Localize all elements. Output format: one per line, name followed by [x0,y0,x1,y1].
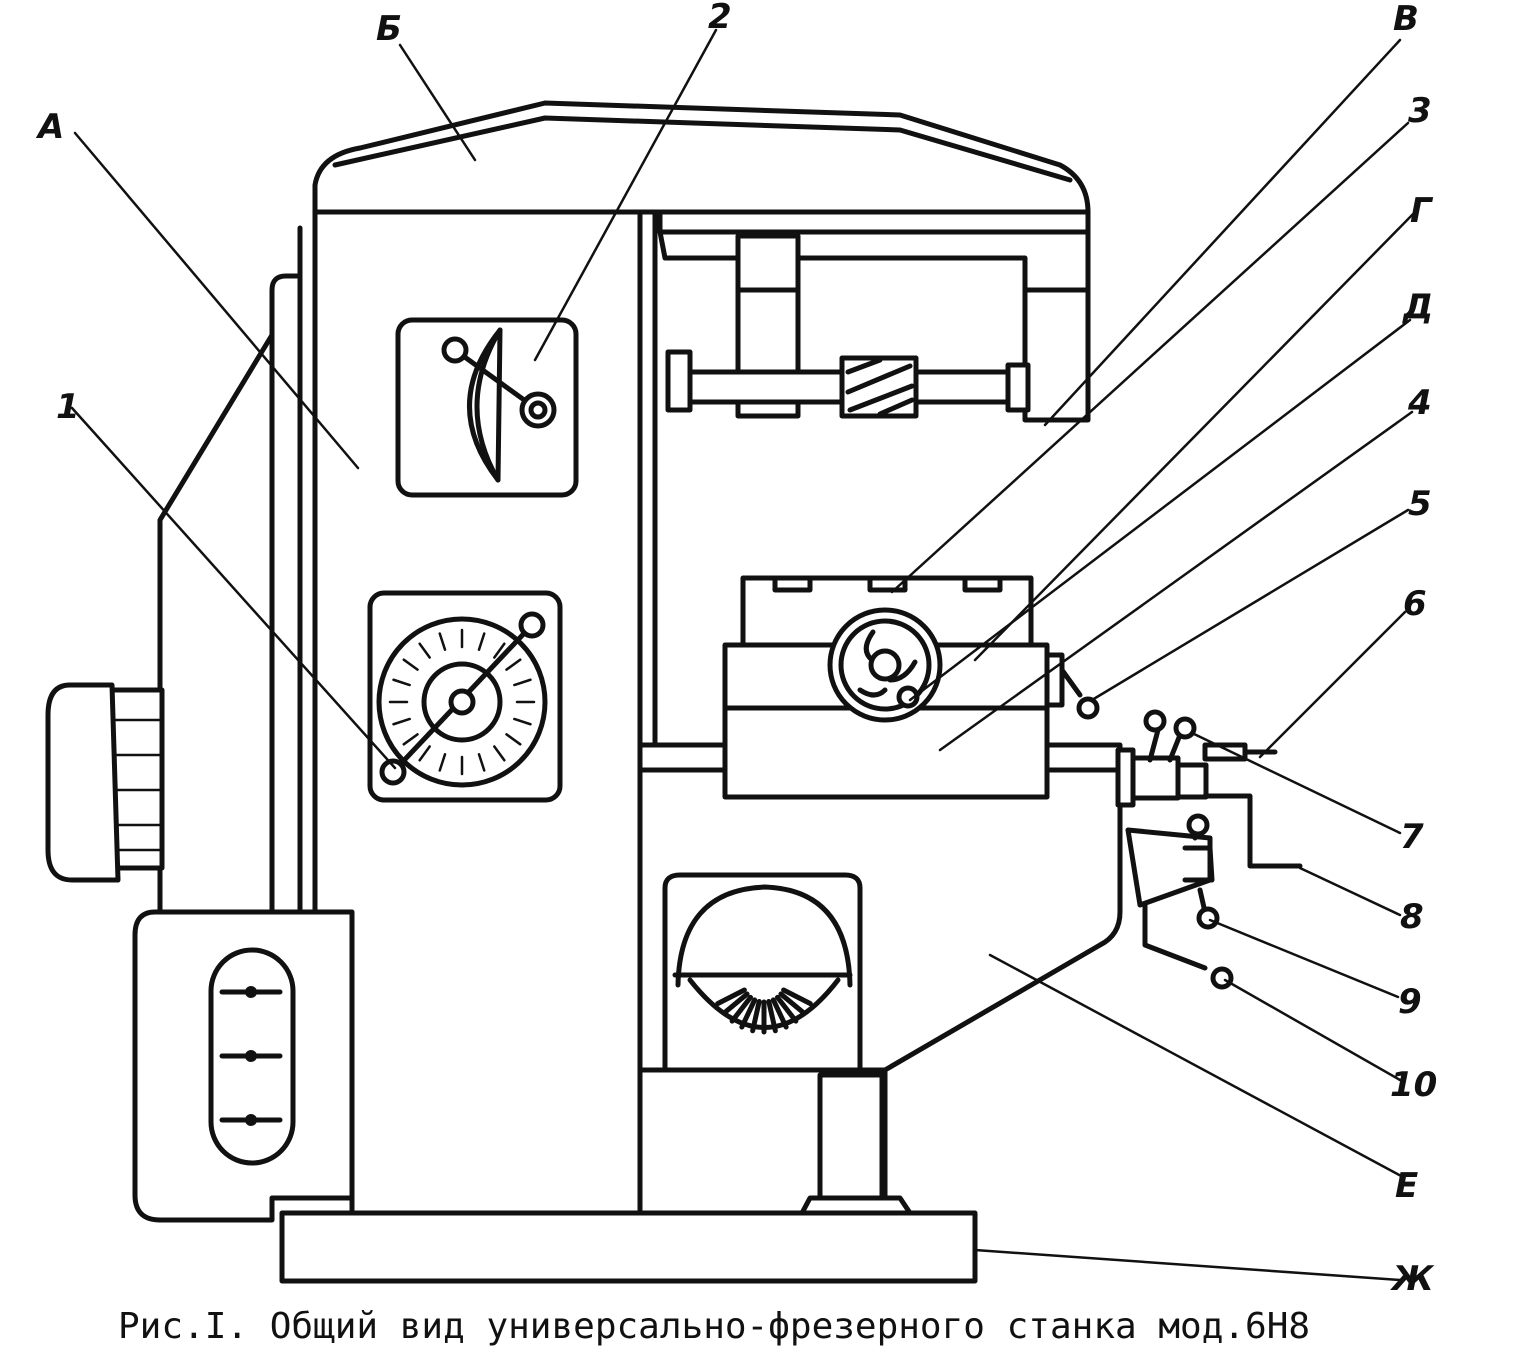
lower-control-panel [367,590,563,803]
window-tick [721,991,750,1016]
label-10: 10 [1390,1065,1437,1105]
motor-vent-panel [208,947,296,1166]
dial-tick [513,678,532,687]
dial-tick [493,642,506,659]
dial-tick [513,717,532,726]
label-9: 9 [1398,982,1422,1022]
dial-tick [477,632,486,651]
dial-tick [493,745,506,762]
label-E: Е [1395,1166,1418,1206]
leader-3 [890,121,1410,594]
dial-tick [505,733,522,746]
leader-9 [1208,918,1400,999]
table-handwheel [827,607,943,723]
leader-8 [1298,866,1402,917]
window-tick [715,987,747,1007]
elevating-screw [817,1072,885,1203]
label-6: 6 [1403,584,1427,624]
leader-5 [1090,508,1410,702]
dial-tick [418,745,431,762]
leader-lines [70,28,1419,1282]
label-3: 3 [1408,91,1432,131]
window-tick [739,997,758,1030]
window-tick [766,998,778,1034]
base-plate [279,1210,978,1284]
feed-gearbox-window [662,872,863,1073]
label-B: Б [376,9,402,49]
dial-tick [402,733,419,746]
label-V: В [1393,0,1419,39]
table-lock-lever [1059,667,1100,720]
window-tick [778,991,807,1016]
left-handwheel [45,682,165,883]
label-D: Д [1402,287,1433,327]
label-7: 7 [1400,817,1424,857]
leader-G [973,208,1419,662]
overarm-highlight [332,115,1073,183]
label-8: 8 [1400,897,1424,937]
leader-D [908,318,1412,702]
label-Zh: Ж [1390,1259,1435,1299]
label-5: 5 [1408,484,1432,524]
motor-housing [132,909,355,1223]
dial-tick [392,678,411,687]
leader-4 [938,410,1414,752]
knee-control-cluster [1115,709,1303,990]
label-2: 2 [708,0,732,37]
leader-E [988,953,1405,1179]
leader-A [73,131,360,470]
dial-tick [438,753,447,772]
dial-tick [505,658,522,671]
dial-tick [438,632,447,651]
table-t-slots [772,575,1003,593]
label-A: А [35,107,64,147]
leader-7 [1190,731,1402,835]
window-tick [750,998,762,1034]
dial-tick [392,717,411,726]
saddle-end-cap [1044,652,1065,708]
rear-cover-outline [157,273,303,915]
dial-tick [418,642,431,659]
motor-vent-slots [219,986,283,1126]
leader-B [398,43,477,162]
figure-caption: Рис.I. Общий вид универсально-фрезерного… [118,1306,1310,1347]
leader-1 [70,406,397,770]
screw-foot [799,1195,913,1216]
dial-tick [402,658,419,671]
spindle-nose [665,349,693,413]
overarm-frame [657,229,1091,423]
milling-cutter [839,355,919,419]
label-1: 1 [56,387,80,427]
leader-V [1043,38,1402,427]
window-tick [781,987,813,1007]
dial-tick [477,753,486,772]
leader-6 [1258,610,1407,759]
leader-10 [1223,978,1402,1082]
label-G: Г [1410,191,1434,231]
window-tick [729,994,754,1024]
leader-Zh [973,1248,1402,1282]
leader-2 [533,28,718,362]
upper-control-panel [395,317,579,498]
label-4: 4 [1407,383,1432,423]
window-tick [770,997,789,1030]
window-tick [774,994,799,1024]
arbor-collar [1005,362,1031,413]
